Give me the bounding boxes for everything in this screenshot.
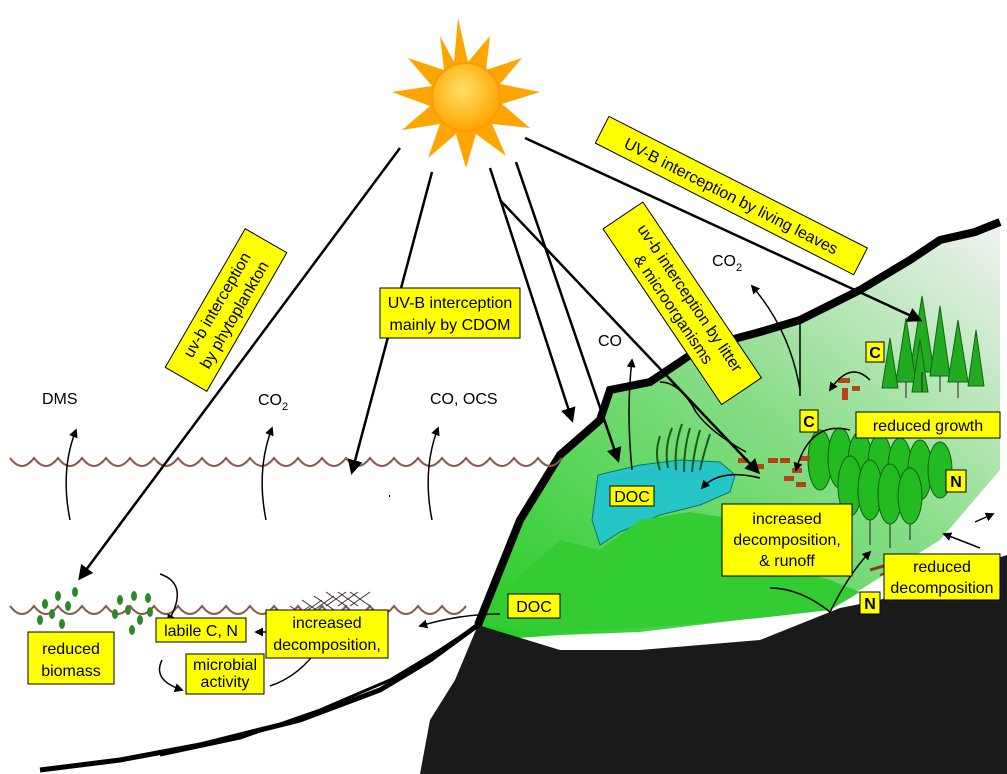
increased-decomposition-right-box: increased decomposition, & runoff: [721, 503, 853, 577]
reduced-growth-box: reduced growth: [855, 411, 1001, 439]
water-surface-waves: [9, 456, 563, 615]
sun-icon: [392, 18, 540, 168]
svg-text:microbial: microbial: [193, 657, 257, 674]
co-ocs-label: CO, OCS: [430, 391, 498, 408]
svg-text:mainly by CDOM: mainly by CDOM: [390, 317, 511, 334]
svg-text:reduced: reduced: [913, 559, 971, 576]
svg-text:increased: increased: [752, 511, 821, 528]
conifer-trees-icon: [881, 295, 985, 398]
svg-text:DOC: DOC: [614, 489, 650, 506]
reduced-decomposition-box: reduced decomposition: [883, 553, 1001, 601]
lake: [591, 459, 736, 546]
svg-text:increased: increased: [292, 615, 361, 632]
carbon-lower-box: C: [799, 409, 819, 433]
deciduous-trees-icon: [807, 427, 953, 548]
gas-labels: DMS CO2 CO, OCS CO CO2: [42, 253, 742, 413]
carbon-upper-box: C: [865, 341, 885, 363]
phytoplankton-interception-box: uv-b interception by phytoplankton: [164, 228, 288, 392]
svg-text:decomposition: decomposition: [890, 580, 993, 597]
phytoplankton-icon: [37, 587, 153, 635]
dms-label: DMS: [42, 391, 78, 408]
svg-text:reduced: reduced: [42, 641, 100, 658]
svg-text:reduced growth: reduced growth: [873, 418, 983, 435]
labile-cn-box: labile C, N: [155, 617, 247, 643]
svg-text:UV-B interception: UV-B interception: [388, 295, 513, 312]
co-label: CO: [598, 333, 622, 350]
doc-lake-box: DOC: [609, 485, 655, 507]
increased-decomposition-left-box: increased decomposition,: [265, 609, 389, 659]
svg-text:& runoff: & runoff: [759, 553, 815, 570]
svg-text:decomposition,: decomposition,: [273, 637, 381, 654]
foreground-land: [478, 512, 880, 630]
svg-text:C: C: [803, 414, 815, 431]
svg-text:DOC: DOC: [516, 599, 552, 616]
svg-text:biomass: biomass: [41, 663, 101, 680]
microbial-activity-box: microbial activity: [185, 653, 265, 695]
cdom-interception-box: UV-B interception mainly by CDOM: [379, 287, 521, 339]
aquatic-plants-icon: [656, 423, 711, 473]
svg-text:N: N: [950, 474, 962, 491]
co2-right-label: CO2: [712, 253, 742, 274]
svg-text:N: N: [864, 596, 876, 613]
svg-text:activity: activity: [201, 674, 250, 691]
svg-text:decomposition,: decomposition,: [733, 532, 841, 549]
co2-left-label: CO2: [258, 392, 288, 413]
svg-text:C: C: [869, 345, 881, 362]
svg-text:labile C, N: labile C, N: [164, 623, 238, 640]
reduced-biomass-box: reduced biomass: [27, 631, 115, 685]
gas-flux-arrows: [65, 284, 801, 521]
nitrogen-upper-box: N: [945, 469, 967, 493]
doc-shore-box: DOC: [507, 593, 561, 619]
nitrogen-lower-box: N: [859, 591, 881, 615]
